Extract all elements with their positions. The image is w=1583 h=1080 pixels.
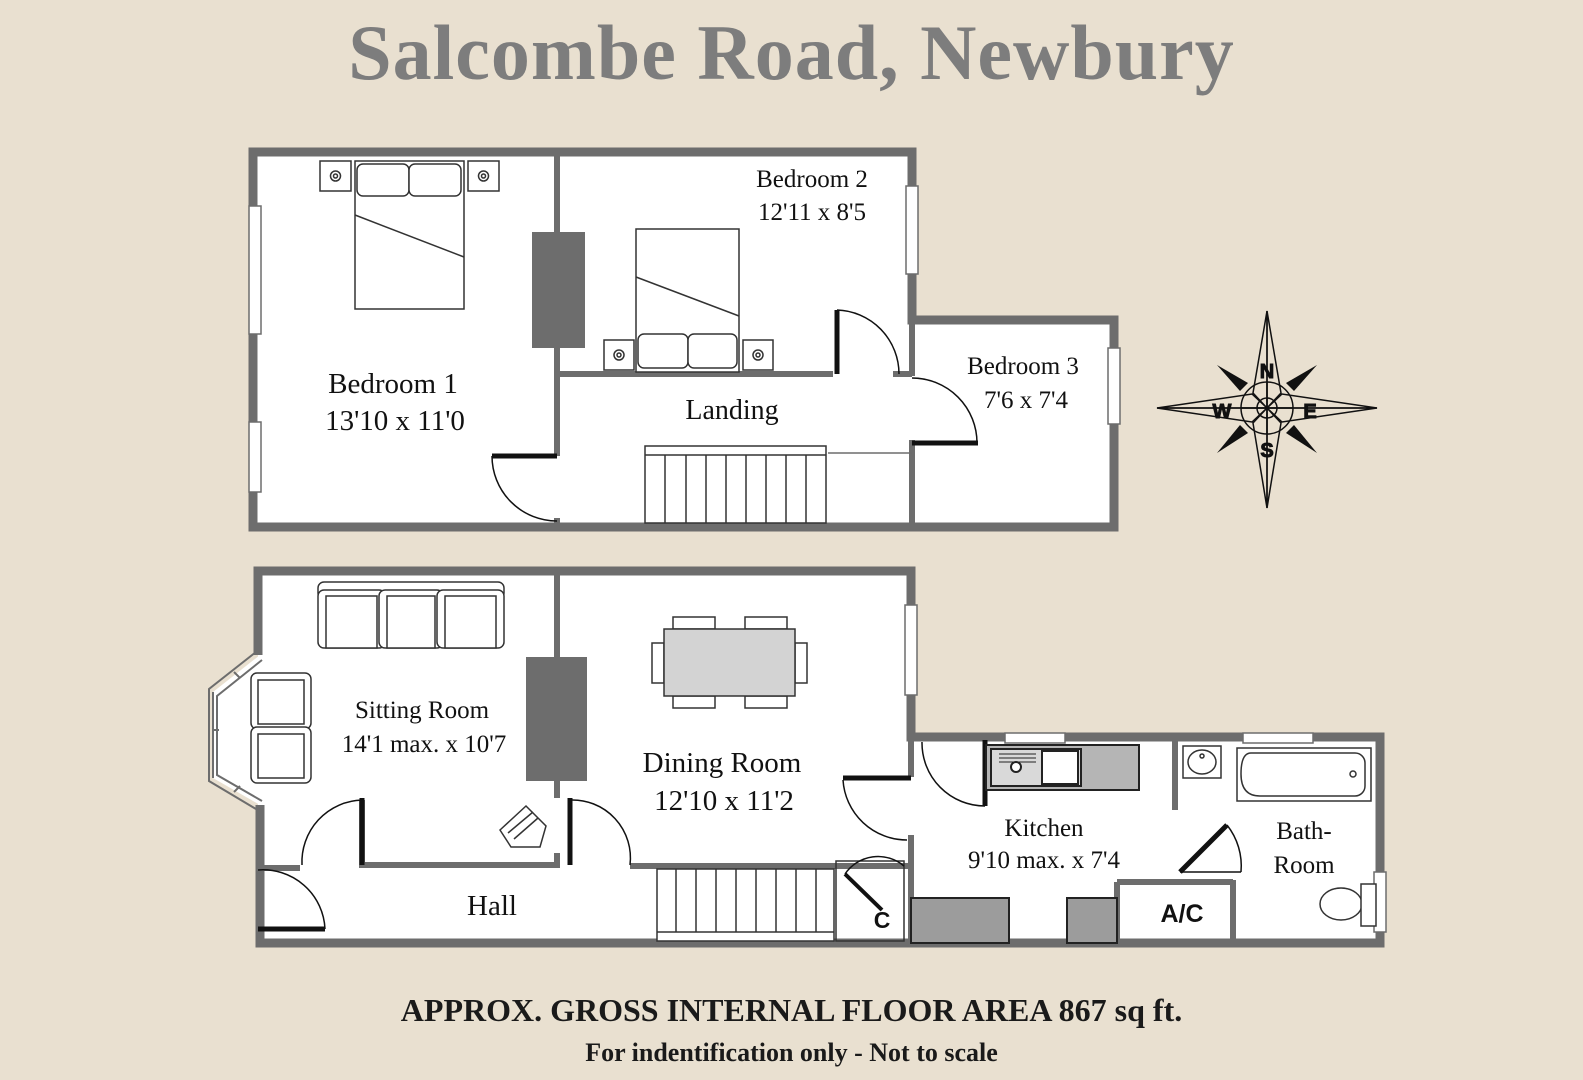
room-name-sitting-room: Sitting Room <box>355 697 490 724</box>
door <box>257 740 1243 932</box>
window <box>248 185 1121 493</box>
ground-floor: Sitting Room 14'1 max. x 10'7 Dining Roo… <box>208 566 1387 948</box>
chimney-breast-upper <box>532 232 585 348</box>
plan-title: Salcombe Road, Newbury <box>348 9 1235 96</box>
chimney-breast-lower <box>526 657 587 781</box>
sofa <box>317 581 505 649</box>
room-size-dining-room: 12'10 x 11'2 <box>654 785 794 817</box>
double-bed <box>319 160 500 310</box>
bath <box>1236 747 1372 802</box>
double-bed <box>603 228 774 373</box>
room-name-hall: Hall <box>467 890 517 922</box>
wash-basin <box>1182 745 1222 779</box>
door <box>491 309 978 522</box>
toilet <box>1319 883 1377 927</box>
dining-table <box>651 616 808 709</box>
room-size-bedroom2: 12'11 x 8'5 <box>758 199 866 226</box>
first-floor-outer-wall <box>248 147 1119 532</box>
bay-window <box>208 651 263 810</box>
floor-area-caption: APPROX. GROSS INTERNAL FLOOR AREA 867 sq… <box>400 992 1183 1028</box>
room-name-landing: Landing <box>685 395 778 426</box>
room-size-kitchen: 9'10 max. x 7'4 <box>968 847 1121 874</box>
ground-floor-outer-wall <box>253 566 1385 948</box>
side-table <box>499 804 547 848</box>
staircase <box>656 868 835 942</box>
room-name-bedroom2: Bedroom 2 <box>756 166 868 193</box>
staircase <box>644 445 827 524</box>
room-name-bathroom-line1: Bath- <box>1276 818 1332 845</box>
kitchen-worktop <box>910 744 1140 944</box>
window <box>904 604 1387 933</box>
compass-south-label: S <box>1260 440 1273 462</box>
room-name-bedroom3: Bedroom 3 <box>967 353 1079 380</box>
room-size-bedroom3: 7'6 x 7'4 <box>984 387 1069 414</box>
room-name-kitchen: Kitchen <box>1004 815 1084 842</box>
room-size-bedroom1: 13'10 x 11'0 <box>325 405 465 437</box>
room-name-dining-room: Dining Room <box>643 747 802 779</box>
compass-west-label: W <box>1213 401 1232 423</box>
room-size-sitting-room: 14'1 max. x 10'7 <box>342 731 507 758</box>
compass-north-label: N <box>1260 361 1274 383</box>
disclaimer-caption: For indentification only - Not to scale <box>585 1038 998 1067</box>
armchair <box>250 672 312 784</box>
compass-east-label: E <box>1303 401 1316 423</box>
first-floor: Bedroom 1 13'10 x 11'0 Bedroom 2 12'11 x… <box>248 147 1121 532</box>
label-cupboard: C <box>874 907 891 933</box>
label-airing-cupboard: A/C <box>1160 900 1203 928</box>
room-name-bedroom1: Bedroom 1 <box>328 368 458 400</box>
room-name-bathroom-line2: Room <box>1273 852 1335 879</box>
compass-rose: N S W E <box>1156 310 1378 509</box>
